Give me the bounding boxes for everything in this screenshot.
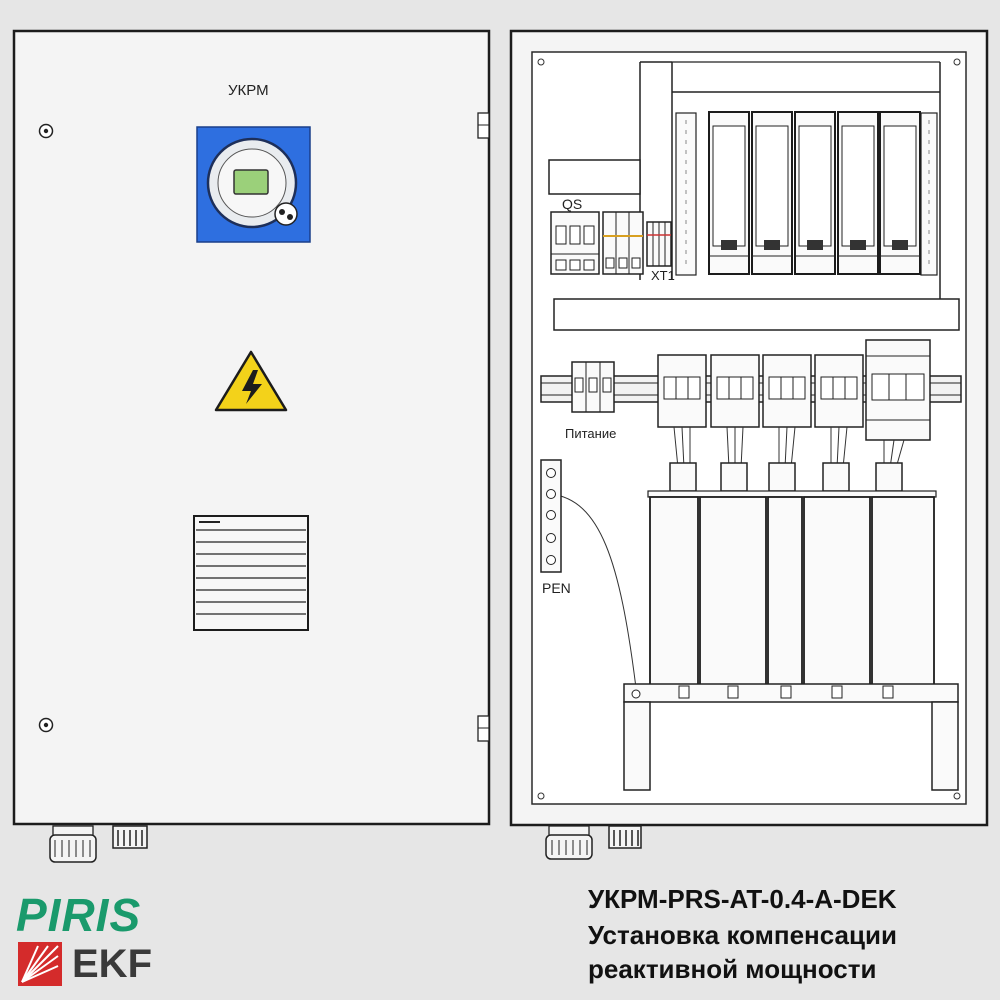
contactor <box>837 111 879 275</box>
contactor <box>794 111 836 275</box>
cable-gland-icon <box>545 825 593 860</box>
ekf-logo-mark-icon <box>18 942 62 986</box>
fuse-holder <box>657 354 707 428</box>
power-breaker <box>571 361 615 413</box>
capacitor <box>871 496 935 686</box>
door-lock-icon <box>38 717 54 733</box>
contactor <box>708 111 750 275</box>
contactor <box>751 111 793 275</box>
cable-duct <box>553 298 960 331</box>
power-factor-controller <box>196 126 311 243</box>
fuse-holder <box>762 354 812 428</box>
capacitor-bank <box>647 462 937 686</box>
closed-door-view <box>12 29 491 863</box>
pen-busbar <box>540 459 562 573</box>
capacitor-bracket <box>623 683 959 791</box>
main-switch-qs <box>550 211 600 275</box>
pen-label: PEN <box>542 580 571 596</box>
open-cabinet-view <box>509 29 989 860</box>
power-label: Питание <box>565 426 617 441</box>
product-title-line2: реактивной мощности <box>588 954 877 984</box>
capacitor <box>649 496 699 686</box>
cable-duct <box>548 159 641 195</box>
product-model: УКРМ-PRS-AT-0.4-A-DEK <box>588 884 897 914</box>
product-title-line1: Установка компенсации <box>588 920 897 950</box>
fuse-holder <box>710 354 760 428</box>
controller-display <box>233 169 269 195</box>
cable-gland-icon <box>112 825 148 849</box>
fuse-holder <box>814 354 864 428</box>
high-voltage-warning-icon <box>214 350 288 412</box>
ekf-logo: EKF <box>72 942 152 986</box>
qs-label: QS <box>562 196 583 212</box>
door-lock-icon <box>38 123 54 139</box>
terminal-block-xt1 <box>646 221 672 267</box>
cable-gland-icon <box>49 825 97 863</box>
cable-gland-icon <box>608 825 642 849</box>
capacitor <box>767 496 803 686</box>
capacitor <box>699 496 767 686</box>
fuse-block <box>602 211 644 275</box>
ventilation-grille-icon <box>193 515 309 631</box>
piris-logo: PIRIS <box>16 889 142 941</box>
fuse-holder <box>865 339 931 441</box>
capacitor <box>803 496 871 686</box>
panel-title-label: УКРМ <box>228 82 269 99</box>
xt-label: XT1 <box>651 268 675 283</box>
contactor <box>879 111 921 275</box>
